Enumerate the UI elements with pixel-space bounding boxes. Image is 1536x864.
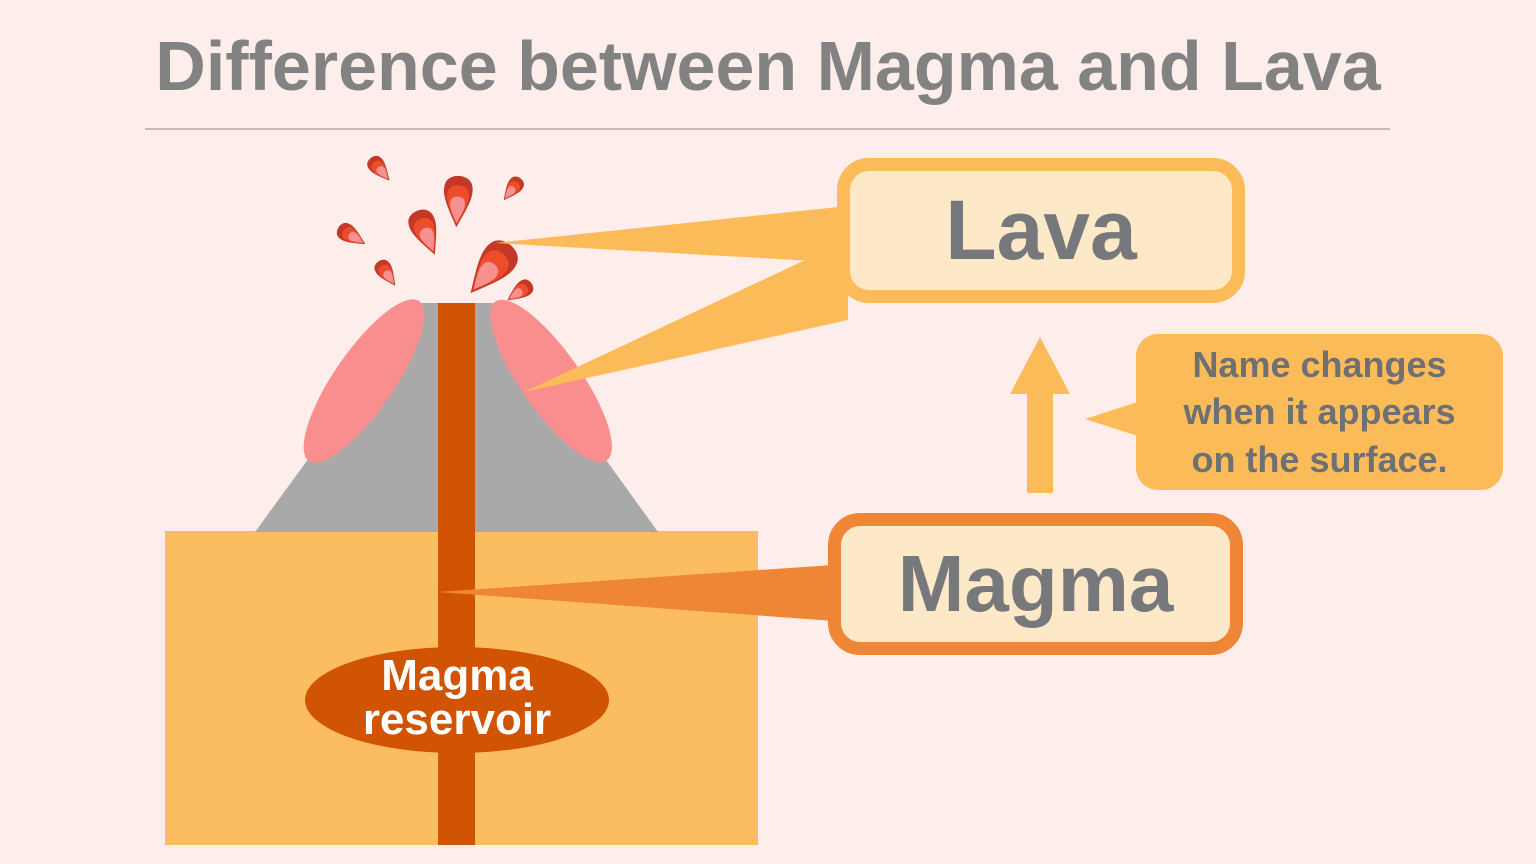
- title-divider: [145, 128, 1390, 130]
- lava-pointer-lower: [524, 240, 848, 392]
- magma-label: Magma: [897, 539, 1174, 628]
- callout-tail: [1085, 401, 1141, 437]
- lava-label-box: Lava: [837, 158, 1245, 303]
- magma-reservoir-label: Magma reservoir: [362, 651, 552, 744]
- up-arrow: [1010, 337, 1070, 493]
- lava-droplet: [364, 152, 396, 187]
- magma-conduit: [438, 303, 475, 845]
- lava-droplet: [497, 173, 527, 205]
- magma-label-box: Magma: [828, 513, 1243, 655]
- magma-reservoir: [305, 647, 609, 753]
- magma-pointer: [438, 564, 848, 622]
- callout-note: Name changes when it appears on the surf…: [1136, 334, 1503, 490]
- lava-flow-left: [303, 299, 425, 463]
- lava-droplet: [404, 205, 448, 260]
- page-title: Difference between Magma and Lava: [155, 27, 1381, 105]
- lava-label: Lava: [945, 183, 1137, 277]
- lava-droplet: [333, 219, 370, 252]
- lava-droplet: [442, 175, 474, 228]
- lava-pointer-upper: [495, 206, 848, 263]
- lava-droplet: [371, 256, 403, 291]
